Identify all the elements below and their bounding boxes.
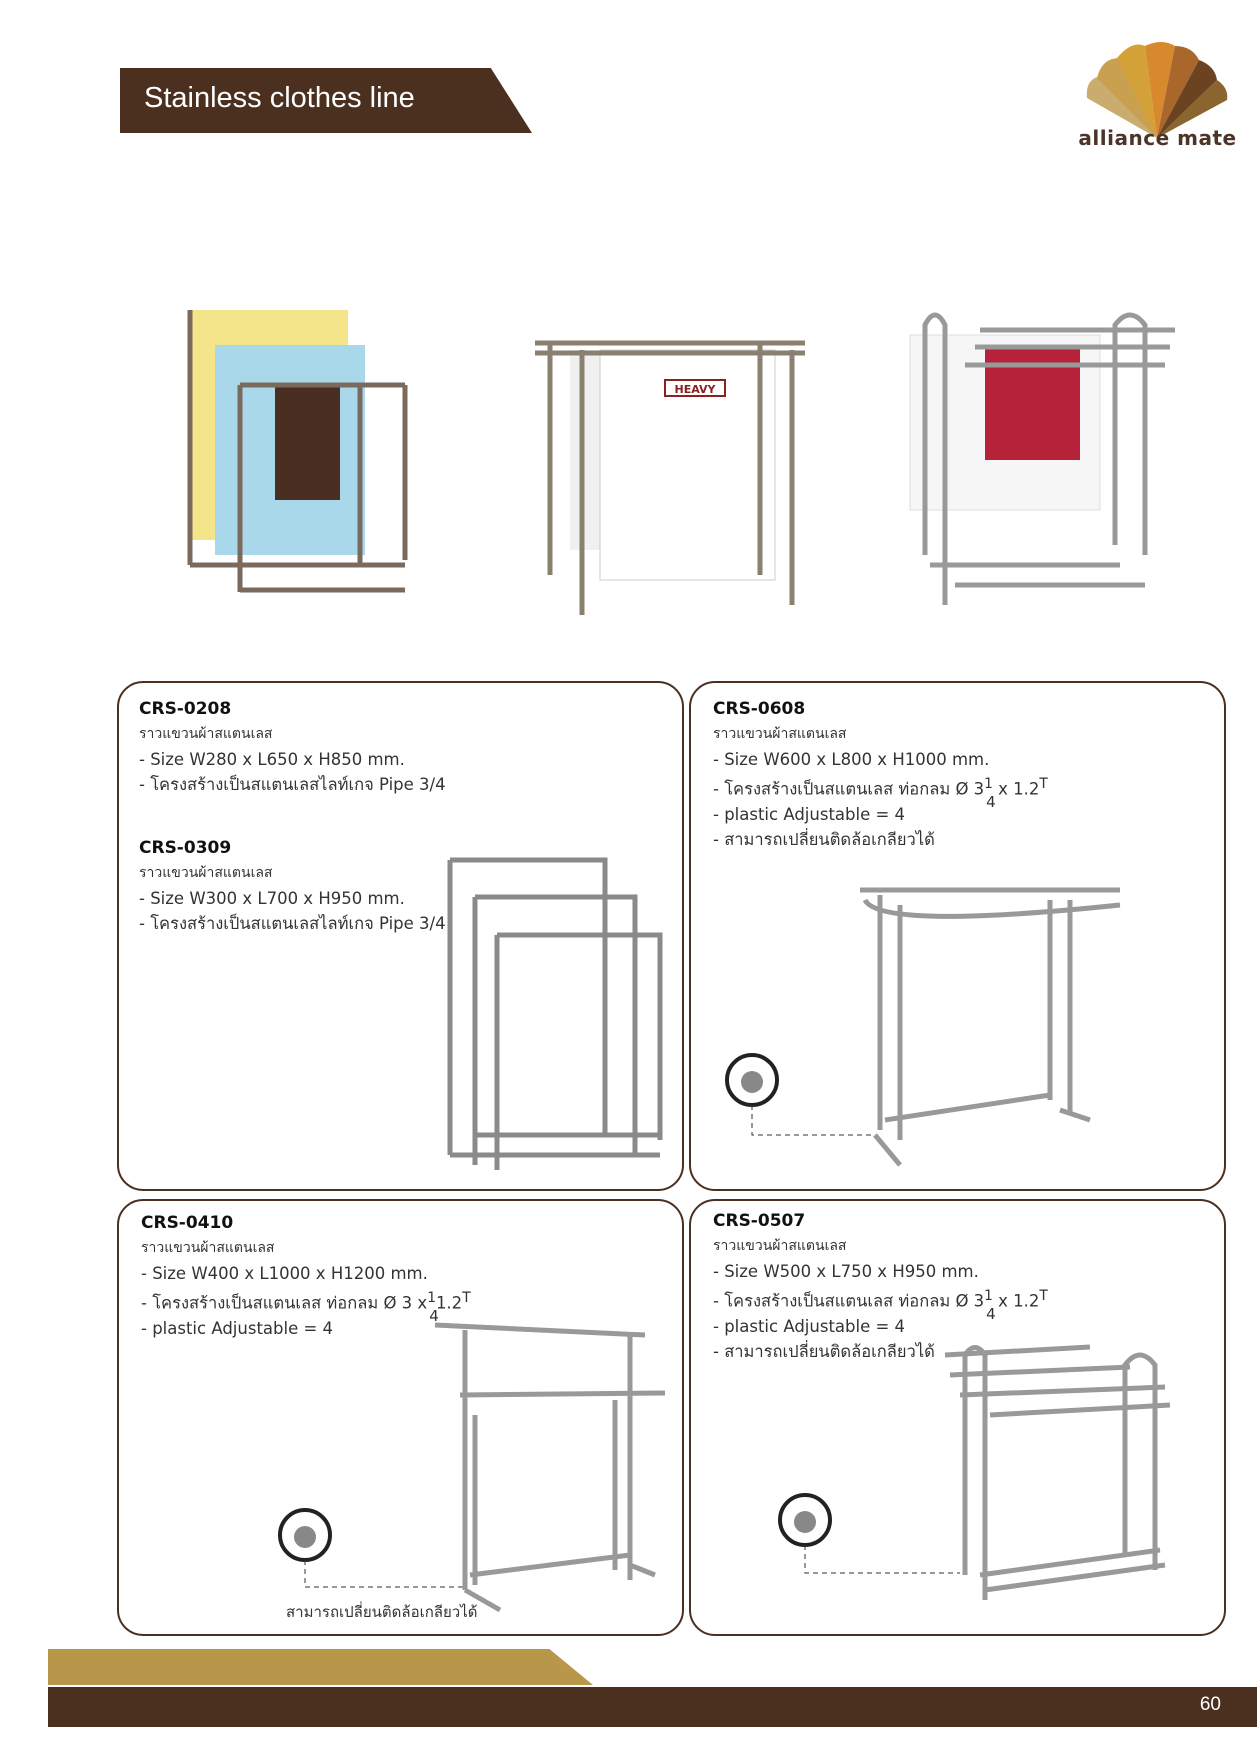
spec-wheels: - สามารถเปลี่ยนติดล้อเกลียวได้ (713, 829, 935, 849)
product-info-crs-0208: CRS-0208 ราวแขวนผ้าสแตนเลส - Size W280 x… (139, 697, 446, 797)
spec-adjustable: - plastic Adjustable = 4 (141, 1318, 334, 1338)
page-title: Stainless clothes line (144, 82, 415, 114)
product-photo-towel-rack-heavy: HEAVY (535, 340, 805, 615)
footer-dark-band (48, 1687, 1257, 1727)
product-code: CRS-0507 (713, 1211, 806, 1231)
product-name: ราวแขวนผ้าสแตนเลส (139, 865, 273, 881)
product-photo-towel-rack-1 (187, 310, 408, 593)
product-code: CRS-0608 (713, 699, 806, 719)
spec-size: - Size W280 x L650 x H850 mm. (139, 750, 405, 769)
product-info-crs-0410: CRS-0410 ราวแขวนผ้าสแตนเลส - Size W400 x… (141, 1211, 471, 1341)
logo-text: alliance mate (1078, 126, 1237, 150)
product-panel-crs-0410 (117, 1199, 684, 1636)
product-info-crs-0309: CRS-0309 ราวแขวนผ้าสแตนเลส - Size W300 x… (139, 836, 446, 936)
product-image-crs-0608 (725, 887, 1121, 1167)
product-image-crs-0507 (778, 1344, 1171, 1600)
spec-structure: - โครงสร้างเป็นสแตนเลสไลท์เกจ Pipe 3/4 (139, 775, 446, 794)
product-name: ราวแขวนผ้าสแตนเลส (713, 726, 847, 742)
title-banner: Stainless clothes line (120, 68, 532, 133)
product-image-crs-0410 (278, 1322, 666, 1613)
product-panel-crs-0608 (689, 681, 1226, 1191)
footer-gold-band (48, 1649, 593, 1685)
spec-size: - Size W300 x L700 x H950 mm. (139, 889, 405, 908)
product-code: CRS-0309 (139, 838, 232, 858)
page-number: 60 (1199, 1694, 1221, 1715)
spec-structure: - โครงสร้างเป็นสแตนเลสไลท์เกจ Pipe 3/4 (139, 914, 446, 933)
product-photo-towel-rack-shelf (909, 312, 1175, 605)
product-panel-crs-0507 (689, 1199, 1226, 1636)
wheel-caption: สามารถเปลี่ยนติดล้อเกลียวได้ (286, 1603, 478, 1621)
product-image-crs-0309 (447, 857, 663, 1170)
heavy-label: HEAVY (675, 383, 717, 396)
product-info-crs-0608: CRS-0608 ราวแขวนผ้าสแตนเลส - Size W600 x… (713, 697, 1048, 852)
product-code: CRS-0410 (141, 1213, 234, 1233)
product-name: ราวแขวนผ้าสแตนเลส (139, 726, 273, 742)
spec-size: - Size W600 x L800 x H1000 mm. (713, 750, 990, 769)
product-name: ราวแขวนผ้าสแตนเลส (713, 1238, 847, 1254)
spec-adjustable: - plastic Adjustable = 4 (713, 1316, 906, 1336)
alliance-mate-logo (1086, 42, 1228, 138)
spec-adjustable: - plastic Adjustable = 4 (713, 804, 906, 824)
spec-size: - Size W400 x L1000 x H1200 mm. (141, 1264, 428, 1283)
product-info-crs-0507: CRS-0507 ราวแขวนผ้าสแตนเลส - Size W500 x… (713, 1209, 1048, 1364)
product-code: CRS-0208 (139, 699, 232, 719)
spec-wheels: - สามารถเปลี่ยนติดล้อเกลียวได้ (713, 1341, 935, 1361)
spec-size: - Size W500 x L750 x H950 mm. (713, 1262, 979, 1281)
product-name: ราวแขวนผ้าสแตนเลส (141, 1240, 275, 1256)
